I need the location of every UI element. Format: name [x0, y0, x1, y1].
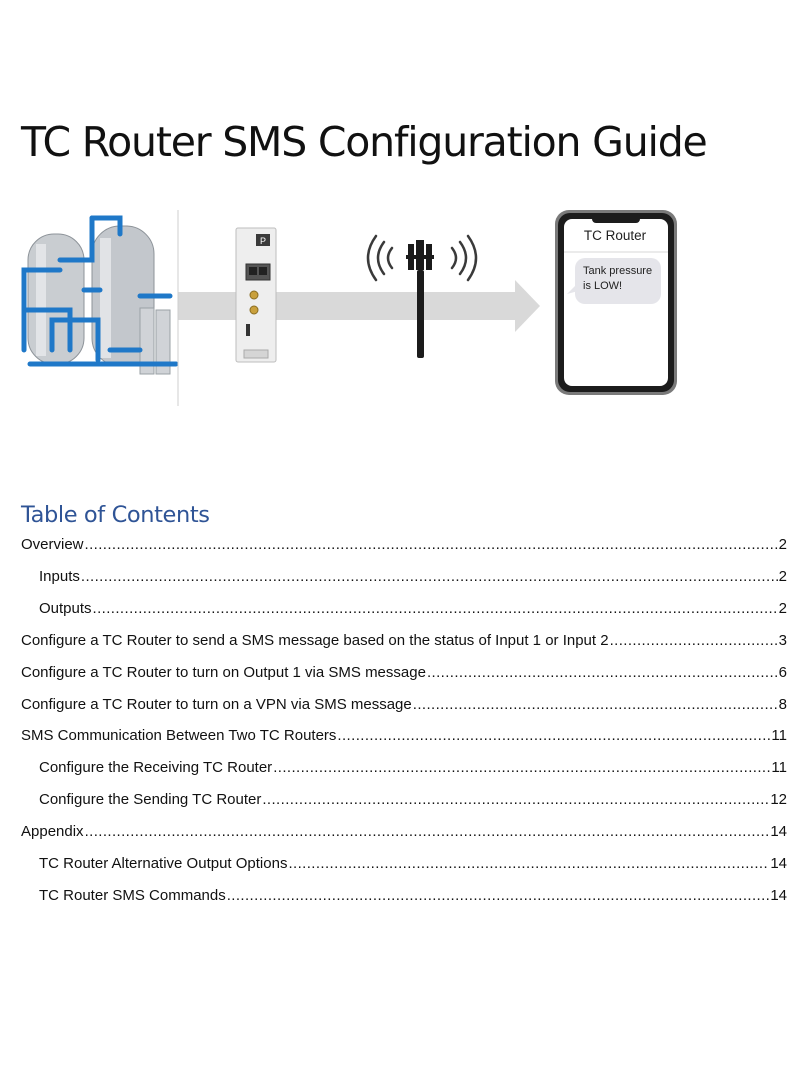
- toc-entry[interactable]: Overview 2: [21, 536, 787, 560]
- toc-entry[interactable]: SMS Communication Between Two TC Routers…: [21, 727, 787, 751]
- toc-page-number: 2: [778, 599, 787, 617]
- tc-router-device-image: P: [235, 227, 277, 363]
- toc-page-number: 6: [778, 663, 787, 681]
- toc-dot-leader: [85, 536, 778, 553]
- toc-entry-title: Configure the Receiving TC Router: [39, 759, 273, 777]
- toc-dot-leader: [262, 791, 769, 808]
- toc-entry-title: Configure a TC Router to turn on Output …: [21, 663, 426, 681]
- toc-page-number: 11: [771, 759, 787, 777]
- toc-page-number: 2: [778, 536, 787, 553]
- toc-dot-leader: [427, 664, 778, 681]
- toc-page-number: 14: [770, 823, 787, 841]
- toc-page-number: 14: [770, 886, 787, 904]
- toc-entry-title: Outputs: [39, 599, 92, 617]
- toc-entry-title: Configure a TC Router to send a SMS mess…: [21, 631, 609, 649]
- toc-entry[interactable]: TC Router SMS Commands 14: [39, 887, 787, 911]
- toc-dot-leader: [85, 823, 770, 840]
- phone-image: [555, 210, 677, 395]
- toc-dot-leader: [273, 759, 770, 776]
- toc-dot-leader: [288, 855, 769, 872]
- phone-app-title: TC Router: [583, 228, 647, 243]
- toc-heading: Table of Contents: [21, 502, 210, 528]
- toc-page-number: 11: [771, 727, 787, 745]
- toc-entry[interactable]: Appendix 14: [21, 823, 787, 847]
- toc-page-number: 14: [770, 855, 787, 872]
- toc-page-number: 12: [770, 791, 787, 809]
- toc-dot-leader: [413, 696, 778, 713]
- toc-entry[interactable]: Configure a TC Router to turn on Output …: [21, 664, 787, 688]
- toc-entry-title: SMS Communication Between Two TC Routers: [21, 727, 337, 745]
- hero-graphic: P: [21, 210, 677, 406]
- toc-entry-title: TC Router SMS Commands: [39, 886, 226, 904]
- toc-dot-leader: [81, 568, 778, 585]
- toc-entry-title: Inputs: [39, 567, 80, 585]
- toc-entry-title: Configure a TC Router to turn on a VPN v…: [21, 695, 412, 713]
- toc-entry[interactable]: Inputs 2: [39, 568, 787, 592]
- toc-dot-leader: [227, 887, 770, 904]
- toc-entry-title: TC Router Alternative Output Options: [39, 855, 288, 872]
- arrow-right-icon: [178, 280, 540, 332]
- toc-entry[interactable]: Configure a TC Router to send a SMS mess…: [21, 632, 787, 656]
- toc-entry[interactable]: Outputs 2: [39, 600, 787, 624]
- toc-entry[interactable]: Configure the Receiving TC Router 11: [39, 759, 787, 783]
- toc-entry-title: Overview: [21, 536, 84, 553]
- toc-entry[interactable]: Configure the Sending TC Router 12: [39, 791, 787, 815]
- toc-page-number: 2: [778, 567, 787, 585]
- svg-text:P: P: [260, 236, 266, 246]
- sms-message-text: Tank pressure is LOW!: [583, 265, 653, 292]
- toc-dot-leader: [610, 632, 778, 649]
- toc-page-number: 8: [778, 695, 787, 713]
- toc-entry-title: Configure the Sending TC Router: [39, 791, 262, 809]
- hero-illustration: P: [0, 200, 808, 415]
- signal-waves-icon: [366, 234, 478, 282]
- antenna-icon: [406, 240, 434, 358]
- toc-entry[interactable]: Configure a TC Router to turn on a VPN v…: [21, 696, 787, 720]
- toc-dot-leader: [337, 727, 770, 744]
- document-title: TC Router SMS Configuration Guide: [21, 118, 708, 166]
- toc-entry[interactable]: TC Router Alternative Output Options 14: [39, 855, 787, 879]
- toc-page-number: 3: [778, 631, 787, 649]
- toc-entry-title: Appendix: [21, 823, 84, 841]
- water-tanks-image: [21, 210, 179, 406]
- toc-dot-leader: [93, 600, 778, 617]
